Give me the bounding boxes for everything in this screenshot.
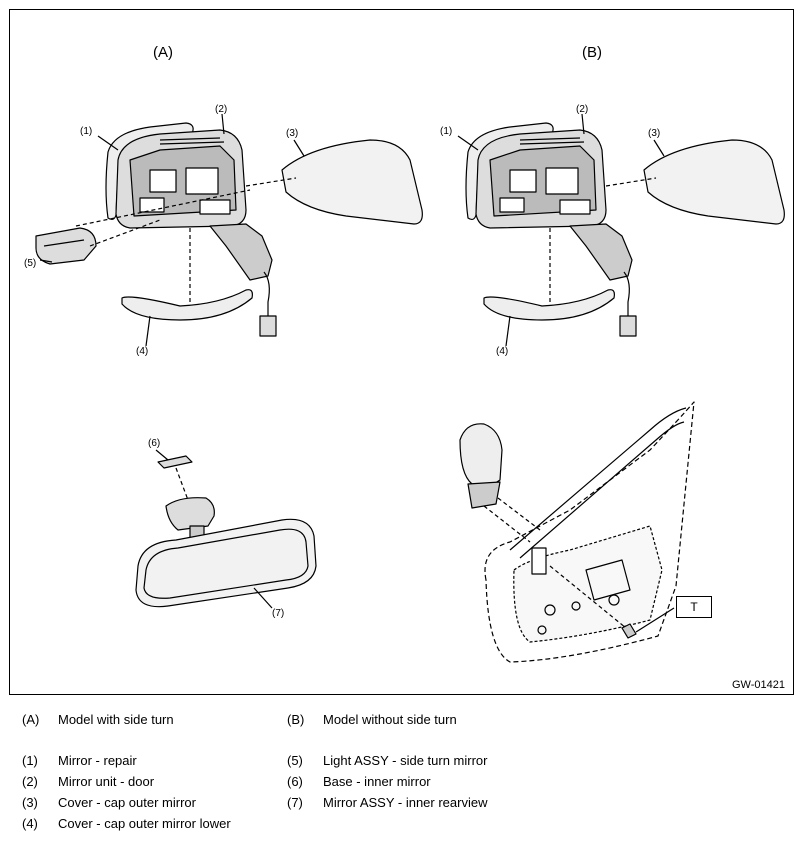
panel-a-outer-mirror	[35, 113, 423, 347]
base-inner-mirror	[157, 455, 193, 469]
legend-text: Mirror - repair	[58, 753, 137, 768]
light-assy-side-turn-a	[35, 227, 97, 265]
legend-num: (A)	[22, 712, 40, 727]
legend-num: (3)	[22, 795, 38, 810]
tool-box-label: T	[690, 600, 698, 614]
panel-a-label: (A)	[153, 44, 173, 61]
legend-num: (1)	[22, 753, 38, 768]
callout-c6: (6)	[148, 438, 160, 449]
legend-num: (5)	[287, 753, 303, 768]
callout-a1: (1)	[80, 126, 92, 137]
callout-b2: (2)	[576, 104, 588, 115]
legend-num: (7)	[287, 795, 303, 810]
cover-cap-outer-mirror-a	[281, 139, 423, 225]
exploded-diagram-frame: (A) (B)	[9, 9, 794, 695]
callout-a4: (4)	[136, 346, 148, 357]
callout-a2: (2)	[215, 104, 227, 115]
callout-b3: (3)	[648, 128, 660, 139]
legend-text: Light ASSY - side turn mirror	[323, 753, 488, 768]
callout-b1: (1)	[440, 126, 452, 137]
legend-num: (B)	[287, 712, 305, 727]
legend: (A) Model with side turn (B) Model witho…	[0, 700, 804, 841]
exploded-diagram: (A) (B)	[24, 44, 785, 663]
mirror-assy-inner-rearview	[135, 518, 317, 608]
callout-c7: (7)	[272, 608, 284, 619]
legend-text: Mirror ASSY - inner rearview	[323, 795, 488, 810]
legend-num: (6)	[287, 774, 303, 789]
legend-text: Base - inner mirror	[323, 774, 431, 789]
panel-b-outer-mirror	[457, 113, 785, 347]
legend-text: Mirror unit - door	[58, 774, 155, 789]
cover-cap-outer-mirror-lower-b	[483, 289, 615, 321]
legend-num: (4)	[22, 816, 38, 831]
legend-text: Model without side turn	[323, 712, 457, 727]
inner-rearview-mirror	[135, 449, 317, 609]
callout-a5: (5)	[24, 258, 36, 269]
tool-box-t: T	[676, 596, 712, 618]
callout-a3: (3)	[286, 128, 298, 139]
legend-num: (2)	[22, 774, 38, 789]
cover-cap-outer-mirror-lower-a	[121, 289, 253, 321]
cover-cap-outer-mirror-b	[643, 139, 785, 225]
legend-text: Cover - cap outer mirror lower	[58, 816, 231, 831]
legend-text: Model with side turn	[58, 712, 174, 727]
figure-code: GW-01421	[732, 679, 785, 691]
front-door-assembly	[459, 401, 695, 663]
legend-text: Cover - cap outer mirror	[58, 795, 196, 810]
bolt	[621, 623, 637, 639]
callout-b4: (4)	[496, 346, 508, 357]
panel-b-label: (B)	[582, 44, 602, 61]
door-outline	[484, 401, 695, 663]
